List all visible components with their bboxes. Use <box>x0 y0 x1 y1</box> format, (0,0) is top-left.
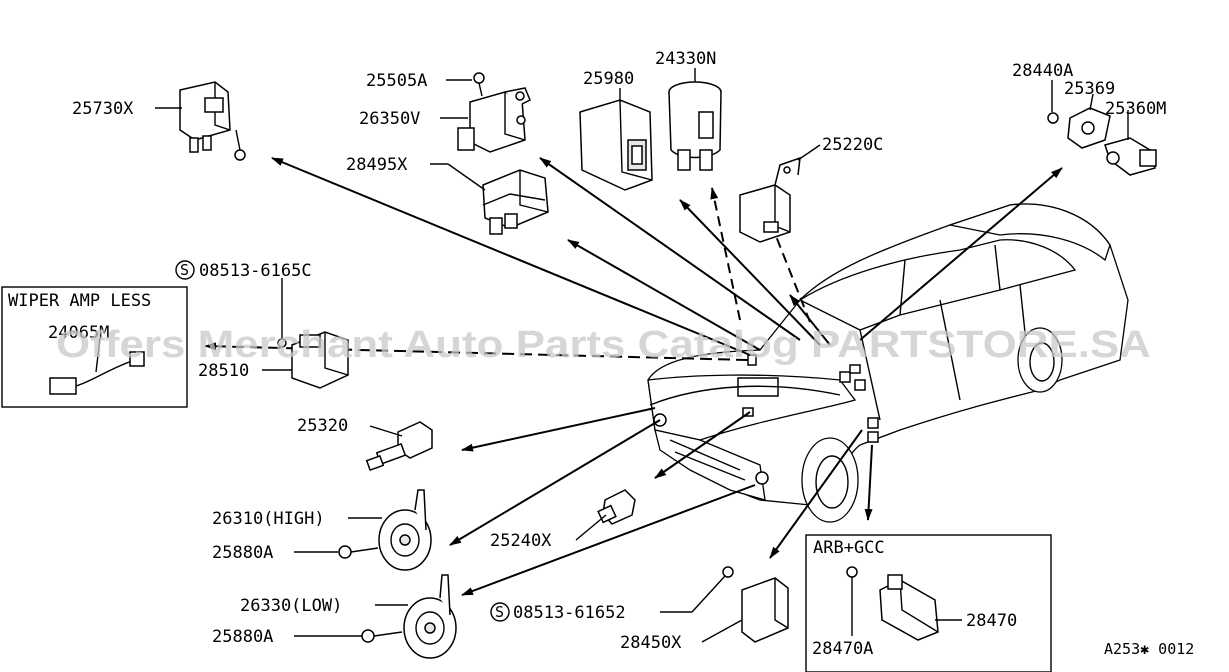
part-26350v-relay[interactable] <box>457 72 531 153</box>
part-28450x-module[interactable] <box>722 566 789 643</box>
part-25320-switch[interactable] <box>365 421 433 472</box>
label-24065m: 24065M <box>48 323 109 343</box>
part-25240x-sensor[interactable] <box>597 489 636 525</box>
label-28470a: 28470A <box>812 639 873 659</box>
part-25980-switch[interactable] <box>579 99 653 191</box>
label-08513-6165c: 08513-6165C <box>199 261 312 281</box>
label-28470: 28470 <box>966 611 1017 631</box>
callout-labels: 25730X 25505A 26350V 28495X 25980 24330N… <box>48 49 1194 659</box>
label-25369: 25369 <box>1064 79 1115 99</box>
part-26310-horn-high[interactable] <box>338 489 432 571</box>
label-25880a-1: 25880A <box>212 543 273 563</box>
wiper-amp-less-box: WIPER AMP LESS <box>1 286 188 408</box>
diagram-code: A253✱ 0012 <box>1104 640 1194 658</box>
label-26350v: 26350V <box>359 109 420 129</box>
label-25505a: 25505A <box>366 71 427 91</box>
label-25980: 25980 <box>583 69 634 89</box>
label-26310-high: 26310(HIGH) <box>212 509 325 529</box>
part-26330-horn-low[interactable] <box>361 574 457 659</box>
arb-box-title: ARB+GCC <box>813 538 885 558</box>
label-25730x: 25730X <box>72 99 134 119</box>
label-26330-low: 26330(LOW) <box>240 596 342 616</box>
label-28510: 28510 <box>198 361 249 381</box>
leader-lines <box>95 68 1129 643</box>
part-25220c-relay[interactable] <box>739 156 801 243</box>
label-28495x: 28495X <box>346 155 408 175</box>
label-25240x: 25240X <box>490 531 552 551</box>
part-24065m-harness[interactable] <box>49 351 145 395</box>
std-symbol-text-1: S <box>180 261 189 279</box>
standard-part-symbol-1: S <box>175 260 195 280</box>
watermark-text: Offers Merchant Auto Parts Catalog PARTS… <box>56 324 1151 366</box>
part-25730x-relay[interactable] <box>179 81 246 161</box>
part-28495x-module[interactable] <box>482 169 549 235</box>
label-25220c: 25220C <box>822 135 883 155</box>
part-28470-sensor[interactable] <box>846 566 939 641</box>
car-illustration <box>647 203 1129 523</box>
label-28440a: 28440A <box>1012 61 1073 81</box>
label-08513-61652: 08513-61652 <box>513 603 626 623</box>
label-25360m: 25360M <box>1105 99 1166 119</box>
wiper-box-title: WIPER AMP LESS <box>8 291 151 311</box>
label-25880a-2: 25880A <box>212 627 273 647</box>
label-25320: 25320 <box>297 416 348 436</box>
arb-gcc-box: ARB+GCC <box>805 534 1052 672</box>
part-25360m-sensor[interactable] <box>1047 107 1157 176</box>
label-28450x: 28450X <box>620 633 682 653</box>
standard-part-symbol-2: S <box>490 602 510 622</box>
std-symbol-text-2: S <box>495 603 504 621</box>
label-24330n: 24330N <box>655 49 716 69</box>
part-24330n-relay[interactable] <box>668 81 722 171</box>
